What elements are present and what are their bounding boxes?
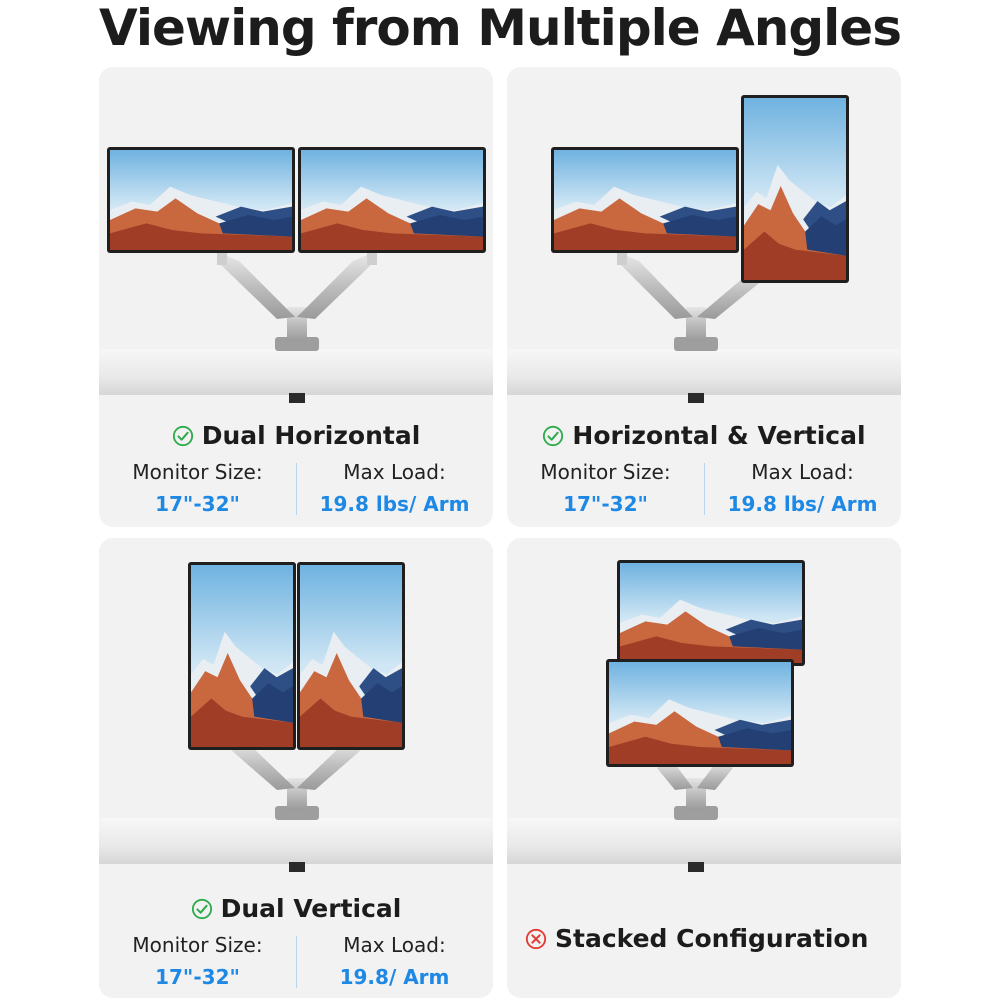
panel-title: Dual Horizontal [201,421,421,450]
panel-horizontal-vertical: Horizontal & Vertical Monitor Size: 17"-… [507,67,901,527]
panel-label: Stacked Configuration [507,924,901,953]
monitor-size-value: 17"-32" [155,492,240,516]
max-load-value: 19.8/ Arm [339,965,450,989]
max-load-value: 19.8 lbs/ Arm [727,492,878,516]
panel-label: Horizontal & Vertical [507,421,901,450]
monitor-size-spec: Monitor Size: 17"-32" [99,930,296,994]
check-circle-icon [172,425,193,447]
spec-divider [296,936,297,988]
panel-label: Dual Vertical [99,894,493,923]
monitor-size-label: Monitor Size: [132,460,263,484]
spec-divider [704,463,705,515]
spec-divider [296,463,297,515]
max-load-spec: Max Load: 19.8/ Arm [296,930,493,994]
x-circle-icon [525,928,547,950]
panel-title: Horizontal & Vertical [572,421,866,450]
max-load-value: 19.8 lbs/ Arm [319,492,470,516]
spec-block: Monitor Size: 17"-32" Max Load: 19.8 lbs… [99,457,493,527]
monitor-size-spec: Monitor Size: 17"-32" [507,457,704,521]
monitor-size-value: 17"-32" [563,492,648,516]
panel-label: Dual Horizontal [99,421,493,450]
stacked-configuration-illustration [507,560,901,872]
panel-dual-horizontal: Dual Horizontal Monitor Size: 17"-32" Ma… [99,67,493,527]
page-title: Viewing from Multiple Angles [99,0,902,57]
horizontal-vertical-illustration [507,95,901,403]
spec-block: Monitor Size: 17"-32" Max Load: 19.8 lbs… [507,457,901,527]
max-load-label: Max Load: [343,933,446,957]
max-load-label: Max Load: [343,460,446,484]
max-load-spec: Max Load: 19.8 lbs/ Arm [704,457,901,521]
dual-vertical-illustration [99,562,493,872]
check-circle-icon [543,425,564,447]
dual-horizontal-illustration [99,147,493,403]
check-circle-icon [191,898,212,920]
monitor-size-spec: Monitor Size: 17"-32" [99,457,296,521]
monitor-size-value: 17"-32" [155,965,240,989]
monitor-size-label: Monitor Size: [132,933,263,957]
panel-dual-vertical: Dual Vertical Monitor Size: 17"-32" Max … [99,538,493,998]
spec-block: Monitor Size: 17"-32" Max Load: 19.8/ Ar… [99,930,493,998]
max-load-spec: Max Load: 19.8 lbs/ Arm [296,457,493,521]
panel-title: Dual Vertical [220,894,402,923]
max-load-label: Max Load: [751,460,854,484]
monitor-size-label: Monitor Size: [540,460,671,484]
panel-stacked-configuration: Stacked Configuration [507,538,901,998]
panel-title: Stacked Configuration [555,924,869,953]
